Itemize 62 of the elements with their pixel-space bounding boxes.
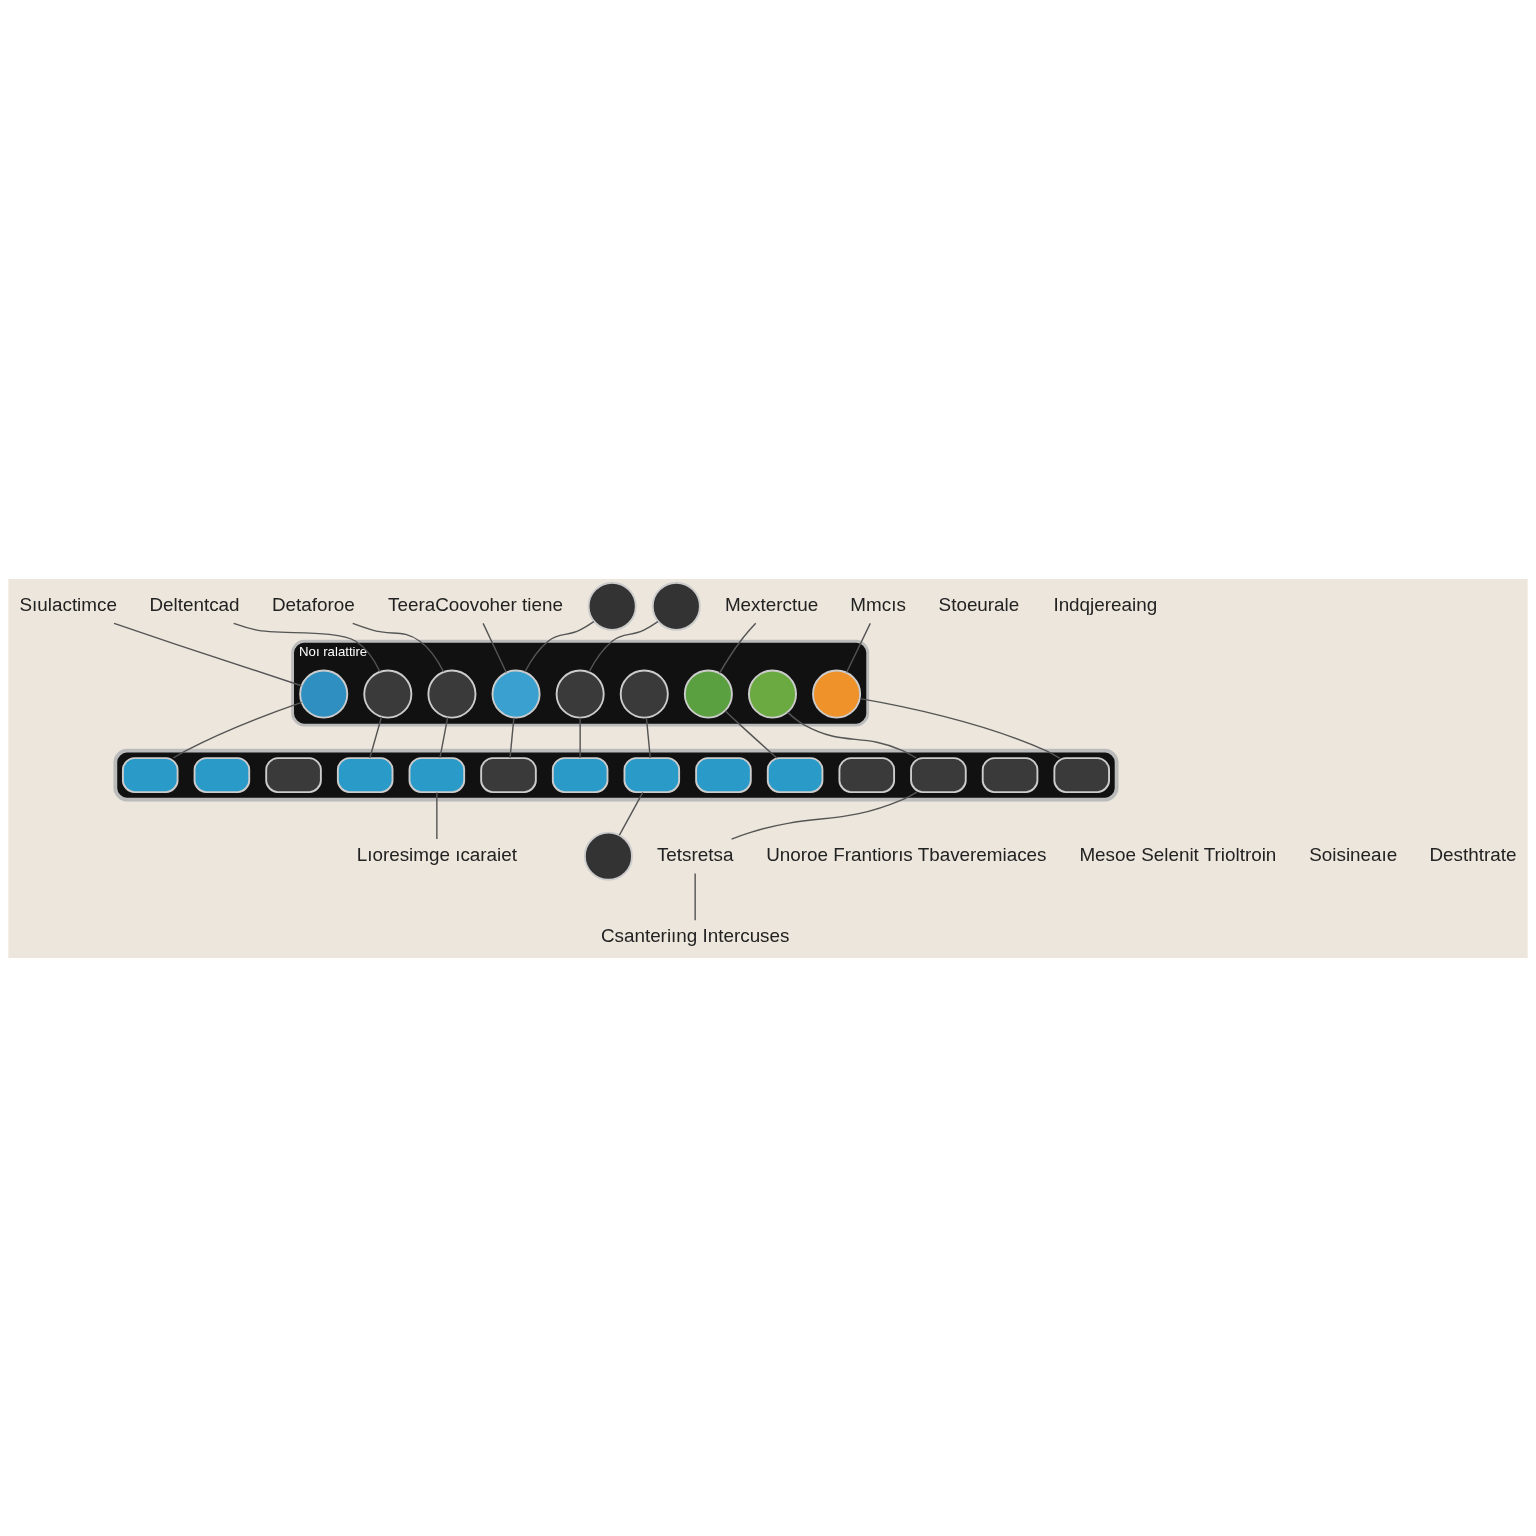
connector <box>724 709 778 759</box>
connector <box>618 791 644 836</box>
node-box <box>695 756 752 793</box>
node-box <box>623 756 681 793</box>
node-text: Sıulactimce <box>19 593 117 615</box>
node-circle <box>299 669 349 719</box>
node-circle <box>427 669 477 719</box>
node-text: Mesoe Selenit Trioltroin <box>1079 843 1277 865</box>
connector <box>524 620 595 673</box>
node-text: Detaforoe <box>271 593 355 615</box>
cluster: Noı ralattire <box>291 639 870 727</box>
connector <box>718 622 757 674</box>
node-circle <box>683 669 733 719</box>
node-circle <box>363 669 413 719</box>
node-circle <box>555 669 605 719</box>
connector <box>232 622 381 672</box>
node-box <box>838 756 896 793</box>
node-text: Mexterctue <box>724 593 819 615</box>
node-box <box>766 756 824 793</box>
node-text: Deltentcad <box>149 593 240 615</box>
node-circle <box>583 831 633 881</box>
node-text: Unoroe Frantiorıs Tbaveremiaces <box>766 843 1047 865</box>
connector <box>172 701 303 759</box>
connector <box>369 715 383 759</box>
node-box <box>193 756 251 793</box>
connector <box>436 791 438 840</box>
connector <box>439 716 449 759</box>
node-box <box>981 756 1039 793</box>
node-circle <box>747 669 797 719</box>
connector <box>352 622 445 672</box>
node-text: Tetsretsa <box>656 843 734 865</box>
node-circle <box>651 581 701 631</box>
node-box <box>408 756 466 793</box>
node-text: Stoeurale <box>938 593 1020 615</box>
connector <box>730 790 918 840</box>
node-text: Soisineaıe <box>1309 843 1398 865</box>
node-text: Desthtrate <box>1429 843 1517 865</box>
node-box <box>121 756 179 793</box>
connector <box>113 622 303 686</box>
connector <box>787 711 917 759</box>
connector <box>588 620 659 673</box>
node-box <box>265 756 322 793</box>
node-text: Mmcıs <box>850 593 906 615</box>
node-box <box>551 756 609 793</box>
node-circle <box>587 581 637 631</box>
node-text: Indqjereaing <box>1053 593 1158 615</box>
connector <box>694 872 696 921</box>
node-text: Csanteriıng Intercuses <box>600 924 790 946</box>
node-box <box>910 756 967 793</box>
connector <box>645 716 651 759</box>
node-circle <box>491 669 541 719</box>
node-box <box>480 756 537 793</box>
cluster <box>113 748 1119 801</box>
node-box <box>1053 756 1110 793</box>
node-text: TeeraCoovoher tiene <box>388 593 563 615</box>
node-box <box>336 756 394 793</box>
connector <box>509 716 515 759</box>
node-circle <box>619 669 669 719</box>
connector <box>859 697 1061 759</box>
node-circle <box>812 669 862 719</box>
node-text: Lıoresimge ıcaraiet <box>356 843 517 865</box>
connector <box>579 716 581 759</box>
